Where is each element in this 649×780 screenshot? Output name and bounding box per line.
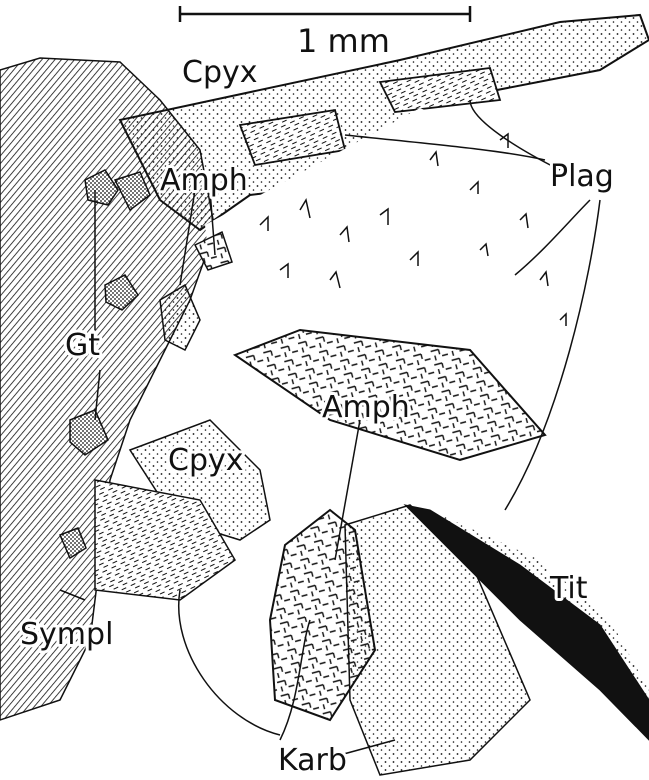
label-cpyx-top: Cpyx — [182, 55, 258, 90]
scale-bar: 1 mm — [180, 6, 470, 60]
label-tit: Tit — [549, 571, 588, 606]
label-cpyx-middle: Cpyx — [168, 443, 244, 478]
label-sympl: Sympl — [20, 617, 113, 652]
label-gt: Gt — [65, 328, 100, 363]
scale-bar-label: 1 mm — [297, 22, 390, 60]
label-karb: Karb — [278, 743, 347, 778]
label-plag: Plag — [550, 159, 614, 194]
label-amph-top: Amph — [160, 163, 248, 198]
label-amph-middle: Amph — [322, 390, 410, 425]
